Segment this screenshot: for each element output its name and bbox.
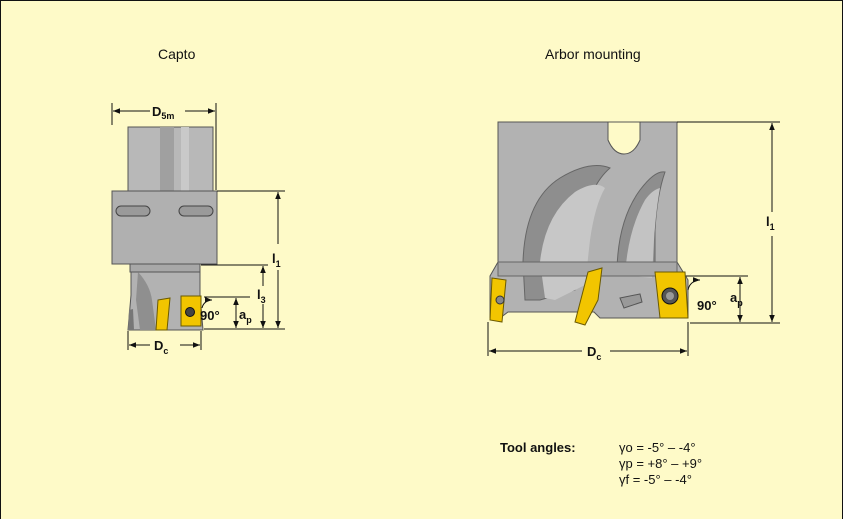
capto-ap-label: ap <box>239 307 252 325</box>
tool-angles-title: Tool angles: <box>500 440 576 455</box>
capto-tool-drawing <box>111 126 218 331</box>
arbor-caption: Arbor mounting <box>545 46 641 62</box>
tool-angle-gamma-f: γf = -5° – -4° <box>619 472 692 487</box>
arbor-l1-label: l1 <box>766 214 775 232</box>
capto-angle-label: 90° <box>200 308 220 323</box>
capto-dimensions: D5m l1 l3 90° ap Dc <box>111 103 285 356</box>
capto-d5m-label: D5m <box>152 104 174 121</box>
capto-dc-label: Dc <box>154 338 168 356</box>
arbor-ap-label: ap <box>730 290 743 308</box>
capto-caption: Capto <box>158 46 196 62</box>
arbor-angle-label: 90° <box>697 298 717 313</box>
arbor-dc-label: Dc <box>587 344 601 362</box>
tool-angle-gamma-o: γo = -5° – -4° <box>619 440 696 455</box>
tool-angle-gamma-p: γp = +8° – +9° <box>619 456 703 471</box>
capto-l3-label: l3 <box>257 287 266 305</box>
arbor-tool-drawing <box>489 121 689 326</box>
capto-l1-label: l1 <box>272 251 281 269</box>
arbor-dimensions: l1 90° ap Dc <box>487 121 780 362</box>
